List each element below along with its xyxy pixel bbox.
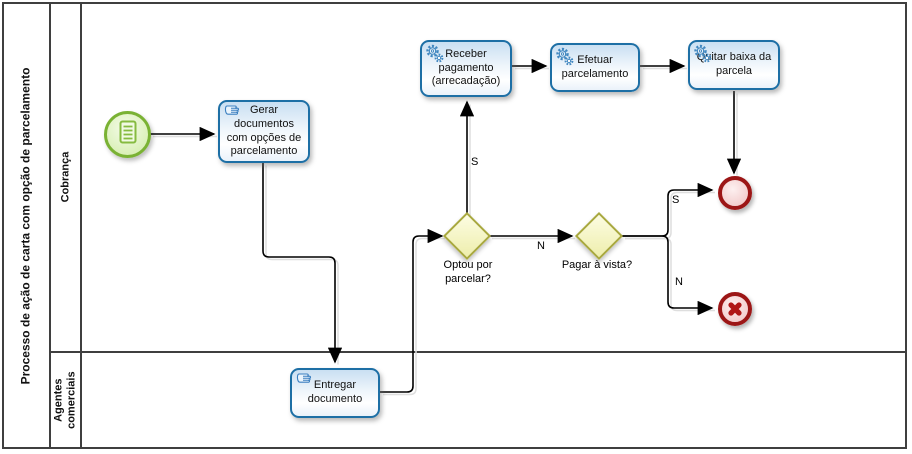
end-event[interactable] — [718, 176, 752, 210]
lane-divider — [51, 351, 907, 353]
flow-gateway2-sim-to-end — [622, 182, 714, 237]
flow-label-pagar-nao: N — [675, 276, 683, 288]
task-label: Quitar baixa da parcela — [696, 51, 772, 77]
cancel-x-icon — [725, 299, 745, 319]
service-task-gear-icon — [555, 47, 575, 72]
task-label: Efetuar parcelamento — [561, 53, 629, 80]
start-event[interactable] — [104, 111, 151, 158]
task-quitar-baixa[interactable]: Quitar baixa da parcela — [688, 40, 780, 90]
task-efetuar-parcelamento[interactable]: Efetuar parcelamento — [550, 43, 640, 92]
task-label: Gerar documentos com opções de parcelame… — [226, 104, 302, 158]
manual-task-hand-icon — [223, 104, 241, 123]
flow-gateway2-nao-to-cancel — [622, 235, 714, 316]
flow-label-optou-sim: S — [471, 156, 479, 168]
flow-label-optou-nao: N — [537, 240, 545, 252]
gateway-pagar-label: Pagar à vista? — [561, 259, 633, 271]
flow-label-pagar-sim: S — [672, 194, 680, 206]
lane-cobranca-header: Cobrança — [51, 2, 82, 351]
task-entregar-documento[interactable]: Entregar documento — [290, 368, 380, 418]
task-gerar-documentos[interactable]: Gerar documentos com opções de parcelame… — [218, 100, 310, 163]
manual-task-hand-icon — [295, 372, 313, 391]
task-label: Entregar documento — [307, 379, 363, 405]
service-task-gear-icon — [425, 44, 445, 69]
cancel-end-event[interactable] — [718, 292, 752, 326]
task-label: Receber pagamento (arrecadação) — [431, 47, 501, 88]
document-icon — [117, 119, 139, 150]
task-receber-pagamento[interactable]: Receber pagamento (arrecadação) — [420, 40, 512, 97]
lane-agentes-header: Agentes comerciais — [51, 351, 82, 449]
pool-title-cell: Processo de ação de carta com opção de p… — [2, 2, 51, 449]
gateway-optou-label: Optou por parcelar? — [443, 259, 493, 286]
flow-entregar-to-gateway — [380, 228, 444, 393]
pool-border — [2, 2, 907, 449]
flow-gerar-to-entregar — [262, 163, 343, 364]
service-task-gear-icon — [693, 44, 713, 69]
